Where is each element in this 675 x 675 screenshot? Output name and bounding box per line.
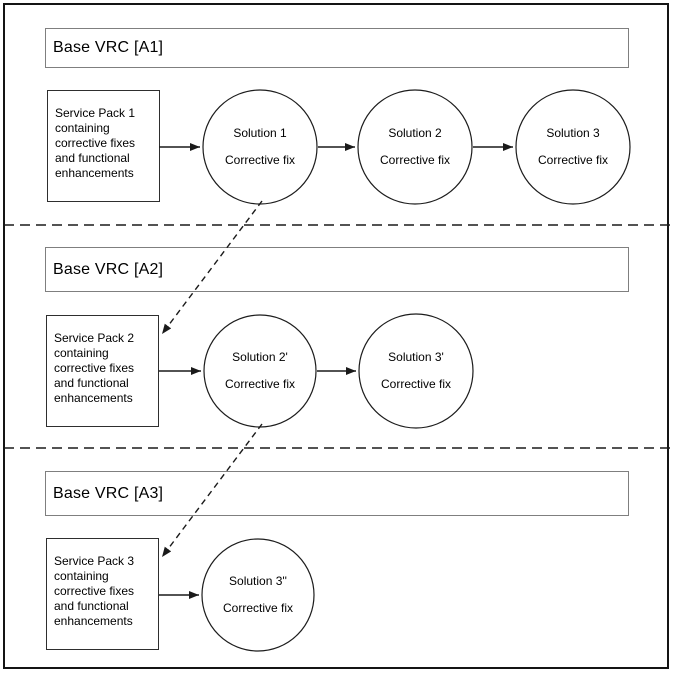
solution-name: Solution 2': [232, 350, 288, 364]
base-vrc-a1-label: Base VRC [A1]: [53, 39, 164, 56]
service-pack-3-box: Service Pack 3 containing corrective fix…: [46, 538, 159, 650]
solution-type: Corrective fix: [379, 153, 450, 167]
service-pack-2-line: corrective fixes: [54, 361, 135, 375]
solution-type: Corrective fix: [222, 601, 293, 615]
solution-3-doubleprime-label: Solution 3'' Corrective fix: [198, 574, 318, 616]
solution-3-prime-label: Solution 3' Corrective fix: [356, 350, 476, 392]
base-vrc-a1-box: Base VRC [A1]: [45, 28, 629, 68]
service-pack-1-line: containing: [55, 121, 110, 135]
service-pack-2-box: Service Pack 2 containing corrective fix…: [46, 315, 159, 427]
service-pack-3-line: corrective fixes: [54, 584, 135, 598]
service-pack-2-line: Service Pack 2: [54, 331, 135, 345]
solution-1-label: Solution 1 Corrective fix: [200, 126, 320, 168]
base-vrc-a2-box: Base VRC [A2]: [45, 247, 629, 292]
solution-type: Corrective fix: [224, 377, 295, 391]
service-pack-3-line: Service Pack 3: [54, 554, 135, 568]
service-pack-3-line: and functional: [54, 599, 129, 613]
solution-name: Solution 3: [546, 126, 600, 140]
service-pack-2-line: enhancements: [54, 391, 133, 405]
service-pack-2-line: and functional: [54, 376, 129, 390]
service-pack-1-line: enhancements: [55, 166, 134, 180]
outer-border: [3, 3, 669, 669]
solution-type: Corrective fix: [380, 377, 451, 391]
solution-name: Solution 1: [233, 126, 287, 140]
solution-2-prime-label: Solution 2' Corrective fix: [200, 350, 320, 392]
base-vrc-a3-box: Base VRC [A3]: [45, 471, 629, 516]
service-pack-3-line: containing: [54, 569, 109, 583]
service-pack-1-line: corrective fixes: [55, 136, 136, 150]
service-pack-1-line: Service Pack 1: [55, 106, 136, 120]
solution-type: Corrective fix: [224, 153, 295, 167]
service-pack-2-line: containing: [54, 346, 109, 360]
solution-2-label: Solution 2 Corrective fix: [355, 126, 475, 168]
solution-3-label: Solution 3 Corrective fix: [513, 126, 633, 168]
service-pack-1-line: and functional: [55, 151, 130, 165]
solution-name: Solution 3'': [229, 574, 287, 588]
solution-name: Solution 3': [388, 350, 444, 364]
solution-name: Solution 2: [388, 126, 442, 140]
service-pack-3-line: enhancements: [54, 614, 133, 628]
service-pack-1-box: Service Pack 1 containing corrective fix…: [47, 90, 160, 202]
base-vrc-a3-label: Base VRC [A3]: [53, 484, 164, 502]
base-vrc-a2-label: Base VRC [A2]: [53, 260, 164, 278]
solution-type: Corrective fix: [537, 153, 608, 167]
